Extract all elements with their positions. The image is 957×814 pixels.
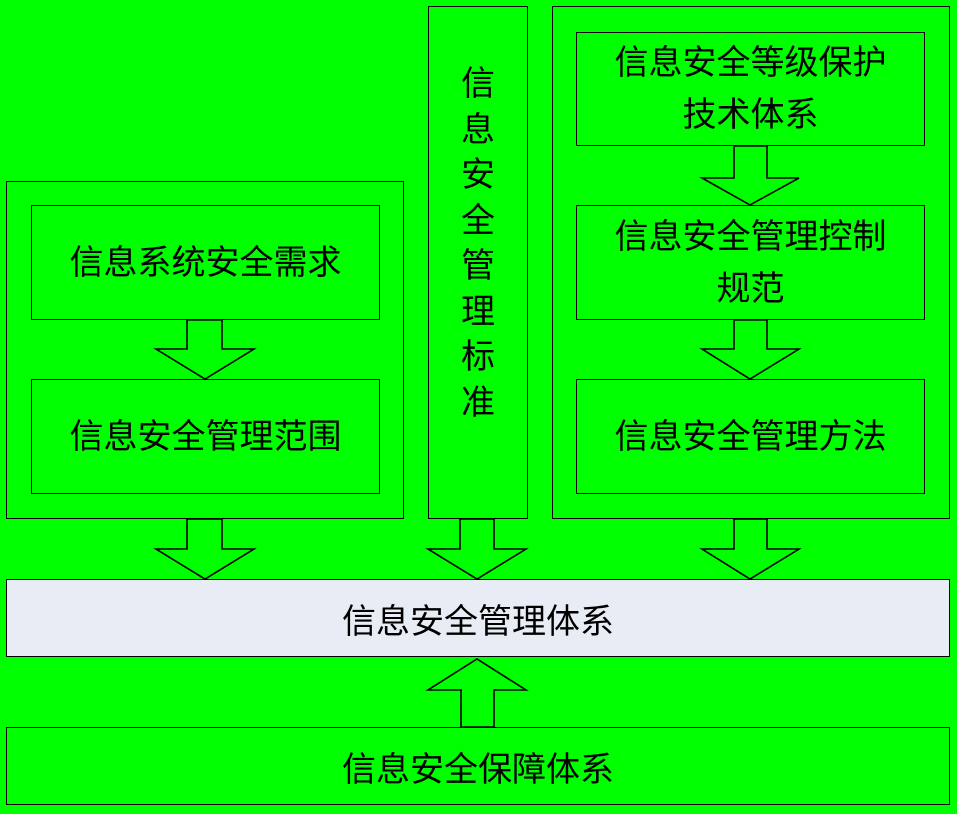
protection-tech-label: 信息安全等级保护技术体系: [614, 43, 887, 135]
method-label: 信息安全管理方法: [614, 416, 887, 457]
standard-label: 信息安全管理标准: [461, 64, 495, 423]
arrow-down-control-to-method: [699, 319, 802, 380]
control-spec-box: 信息安全管理控制规范: [576, 205, 925, 320]
arrow-down-protection-to-control: [698, 145, 800, 206]
arrow-up-assurance-to-management: [425, 658, 529, 728]
method-box: 信息安全管理方法: [576, 379, 925, 494]
assurance-system-label: 信息安全保障体系: [342, 749, 614, 790]
management-system-label: 信息安全管理体系: [342, 601, 614, 642]
assurance-system-bar: 信息安全保障体系: [6, 727, 950, 805]
control-spec-label: 信息安全管理控制规范: [614, 216, 887, 309]
management-system-bar: 信息安全管理体系: [6, 579, 950, 657]
requirements-label: 信息系统安全需求: [69, 242, 342, 283]
arrow-down-standard-to-management: [425, 518, 529, 580]
arrow-down-right-to-management: [699, 518, 802, 580]
protection-tech-box: 信息安全等级保护技术体系: [576, 32, 925, 146]
arrow-down-requirements-to-scope: [153, 319, 257, 380]
scope-box: 信息安全管理范围: [31, 379, 380, 494]
requirements-box: 信息系统安全需求: [31, 205, 380, 320]
arrow-down-left-to-management: [153, 518, 257, 580]
scope-label: 信息安全管理范围: [69, 416, 342, 457]
